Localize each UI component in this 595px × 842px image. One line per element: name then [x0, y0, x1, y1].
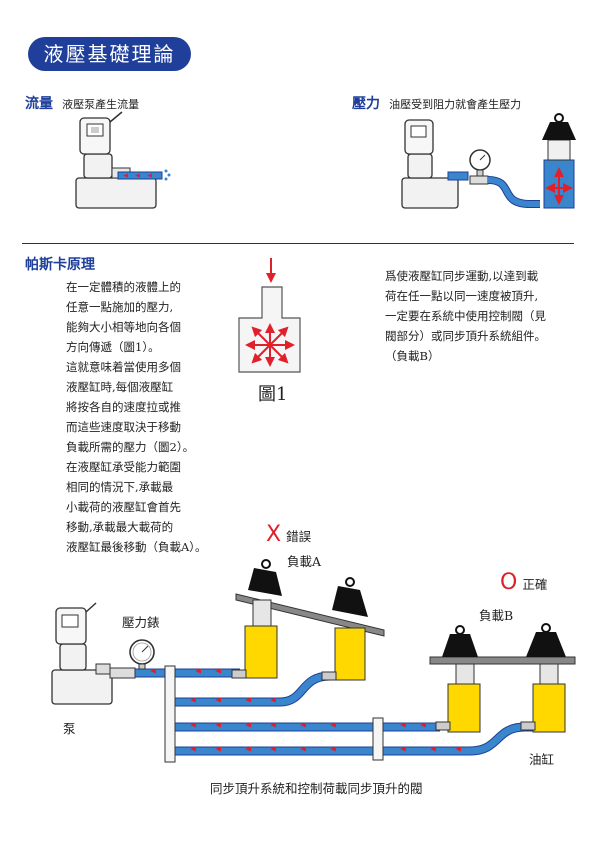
- correct-indicator: O 正確: [500, 570, 547, 595]
- load-b-assembly: [429, 623, 576, 733]
- pump-label: 泵: [63, 721, 76, 736]
- text-line: 閥部分）或同步頂升系統組件。: [385, 329, 546, 343]
- manifold: [164, 665, 176, 763]
- text-line: 小載荷的液壓缸會首先: [66, 500, 181, 514]
- figure-1-illustration: [238, 258, 301, 373]
- text-line: 能夠大小相等地向各個: [66, 320, 181, 334]
- pressure-illustration: [401, 113, 576, 209]
- wrong-mark-icon: X: [266, 522, 282, 547]
- text-line: 而這些速度取決于移動: [66, 420, 181, 434]
- wrong-indicator: X 錯誤: [266, 522, 311, 547]
- text-line: 將按各自的速度拉或推: [66, 400, 181, 414]
- flow-heading: 流量: [25, 96, 53, 112]
- section-divider: [22, 243, 574, 244]
- pascal-right-paragraph: 爲使液壓缸同步運動,以達到載 荷在任一點以同一速度被頂升, 一定要在系統中使用控…: [385, 266, 585, 366]
- text-line: 任意一點施加的壓力,: [66, 300, 174, 314]
- text-line: 相同的情況下,承載最: [66, 480, 174, 494]
- pressure-gauge: [129, 639, 155, 670]
- text-line: 液壓缸時,每個液壓缸: [66, 380, 174, 394]
- page-title: 液壓基礎理論: [28, 37, 191, 71]
- text-line: 在液壓缸承受能力範圍: [66, 460, 181, 474]
- text-line: 移動,承載最大載荷的: [66, 520, 174, 534]
- pressure-heading: 壓力: [352, 96, 380, 112]
- load-b-label: 負載B: [479, 608, 514, 623]
- wrong-label: 錯誤: [286, 529, 312, 544]
- load-a-label: 負載A: [287, 554, 322, 569]
- text-line: 爲使液壓缸同步運動,以達到載: [385, 269, 539, 283]
- pascal-left-paragraph: 在一定體積的液體上的 任意一點施加的壓力, 能夠大小相等地向各個 方向傳遞（圖1…: [66, 277, 256, 557]
- cylinder-label: 油缸: [529, 752, 555, 767]
- pressure-section-header: 壓力 油壓受到阻力就會產生壓力: [352, 93, 521, 113]
- gauge-label: 壓力錶: [122, 615, 160, 630]
- sync-lifting-diagram: [51, 559, 576, 763]
- flow-section-header: 流量 液壓泵產生流量: [25, 93, 139, 113]
- correct-label: 正確: [522, 577, 548, 592]
- text-line: 荷在任一點以同一速度被頂升,: [385, 289, 539, 303]
- flow-pump-illustration: [75, 111, 171, 209]
- flow-description: 液壓泵產生流量: [62, 98, 140, 111]
- text-line: 一定要在系統中使用控制閥（見: [385, 309, 546, 323]
- text-line: 液壓缸最後移動（負載A）。: [66, 540, 207, 554]
- pressure-description: 油壓受到阻力就會產生壓力: [389, 98, 522, 111]
- load-a-assembly: [231, 559, 385, 681]
- text-line: 這就意味着當使用多個: [66, 360, 181, 374]
- control-valve: [372, 717, 384, 761]
- text-line: 在一定體積的液體上的: [66, 280, 181, 294]
- pascal-heading: 帕斯卡原理: [25, 257, 95, 273]
- text-line: 負載所需的壓力（圖2）。: [66, 440, 195, 454]
- text-line: 方向傳遞（圖1）。: [66, 340, 160, 354]
- text-line: （負載B）: [385, 349, 440, 363]
- figure-1-label: 圖1: [258, 384, 288, 405]
- diagram-caption: 同步頂升系統和控制荷載同步頂升的閥: [210, 781, 423, 796]
- pump-illustration: [51, 602, 136, 705]
- correct-mark-icon: O: [500, 570, 518, 595]
